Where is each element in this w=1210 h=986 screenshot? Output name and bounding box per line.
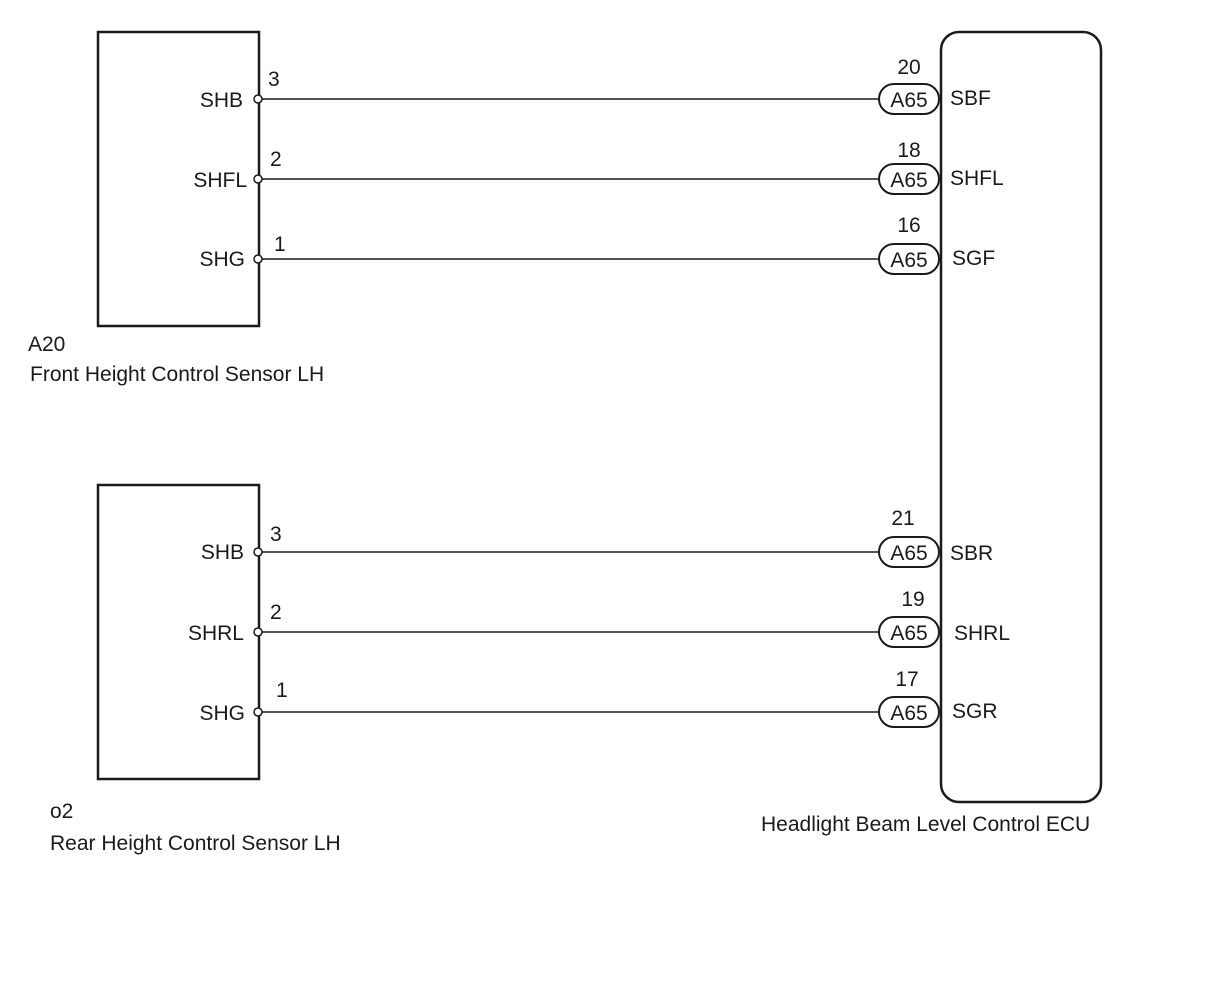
front-pin-label: SHB bbox=[200, 89, 243, 112]
wire-front-shg: SHG 1 A65 16 SGF bbox=[199, 214, 995, 275]
rear-pin-number: 3 bbox=[270, 523, 282, 546]
front-sensor-name: Front Height Control Sensor LH bbox=[30, 363, 324, 386]
front-pin-label: SHG bbox=[199, 248, 245, 271]
rear-pin-label: SHB bbox=[201, 541, 244, 564]
rear-sensor-code: o2 bbox=[50, 800, 73, 823]
wire-rear-shb: SHB 3 A65 21 SBR bbox=[201, 507, 993, 568]
front-pin-number: 2 bbox=[270, 148, 282, 171]
rear-pin-terminal bbox=[253, 707, 263, 717]
ecu-pin-label: SGR bbox=[952, 700, 998, 723]
front-sensor-code: A20 bbox=[28, 333, 65, 356]
front-pin-terminal bbox=[253, 174, 263, 184]
connector-code: A65 bbox=[890, 622, 927, 645]
connector-oval bbox=[878, 163, 940, 195]
rear-pin-label: SHRL bbox=[188, 622, 244, 645]
connector-code: A65 bbox=[890, 249, 927, 272]
connector-oval bbox=[878, 83, 940, 115]
wire-front-shb: SHB 3 A65 20 SBF bbox=[200, 56, 991, 115]
connector-code: A65 bbox=[890, 89, 927, 112]
front-pin-number: 3 bbox=[268, 68, 280, 91]
ecu-pin-number: 16 bbox=[897, 214, 920, 237]
rear-pin-terminal bbox=[253, 627, 263, 637]
ecu-pin-label: SBR bbox=[950, 542, 993, 565]
ecu-pin-label: SBF bbox=[950, 87, 991, 110]
ecu-pin-label: SHFL bbox=[950, 167, 1004, 190]
ecu-pin-number: 20 bbox=[897, 56, 920, 79]
front-pin-label: SHFL bbox=[193, 169, 247, 192]
ecu-box bbox=[939, 30, 1103, 804]
rear-pin-label: SHG bbox=[199, 702, 245, 725]
ecu-pin-number: 21 bbox=[891, 507, 914, 530]
front-pin-number: 1 bbox=[274, 233, 286, 256]
wire-rear-shrl: SHRL 2 A65 19 SHRL bbox=[188, 588, 1010, 648]
rear-pin-terminal bbox=[253, 547, 263, 557]
connector-oval bbox=[878, 616, 940, 648]
ecu-pin-number: 19 bbox=[901, 588, 924, 611]
ecu-pin-number: 18 bbox=[897, 139, 920, 162]
ecu-pin-number: 17 bbox=[895, 668, 918, 691]
connector-code: A65 bbox=[890, 542, 927, 565]
connector-code: A65 bbox=[890, 169, 927, 192]
rear-pin-number: 2 bbox=[270, 601, 282, 624]
ecu-pin-label: SGF bbox=[952, 247, 995, 270]
wire-rear-shg: SHG 1 A65 17 SGR bbox=[199, 668, 998, 728]
connector-oval bbox=[878, 696, 940, 728]
connector-oval bbox=[878, 536, 940, 568]
rear-pin-number: 1 bbox=[276, 679, 288, 702]
wire-front-shfl: SHFL 2 A65 18 SHFL bbox=[193, 139, 1004, 195]
rear-sensor-name: Rear Height Control Sensor LH bbox=[50, 832, 341, 855]
front-pin-terminal bbox=[253, 254, 263, 264]
connector-oval bbox=[878, 243, 940, 275]
front-pin-terminal bbox=[253, 94, 263, 104]
ecu-name: Headlight Beam Level Control ECU bbox=[761, 813, 1090, 836]
ecu-pin-label: SHRL bbox=[954, 622, 1010, 645]
connector-code: A65 bbox=[890, 702, 927, 725]
